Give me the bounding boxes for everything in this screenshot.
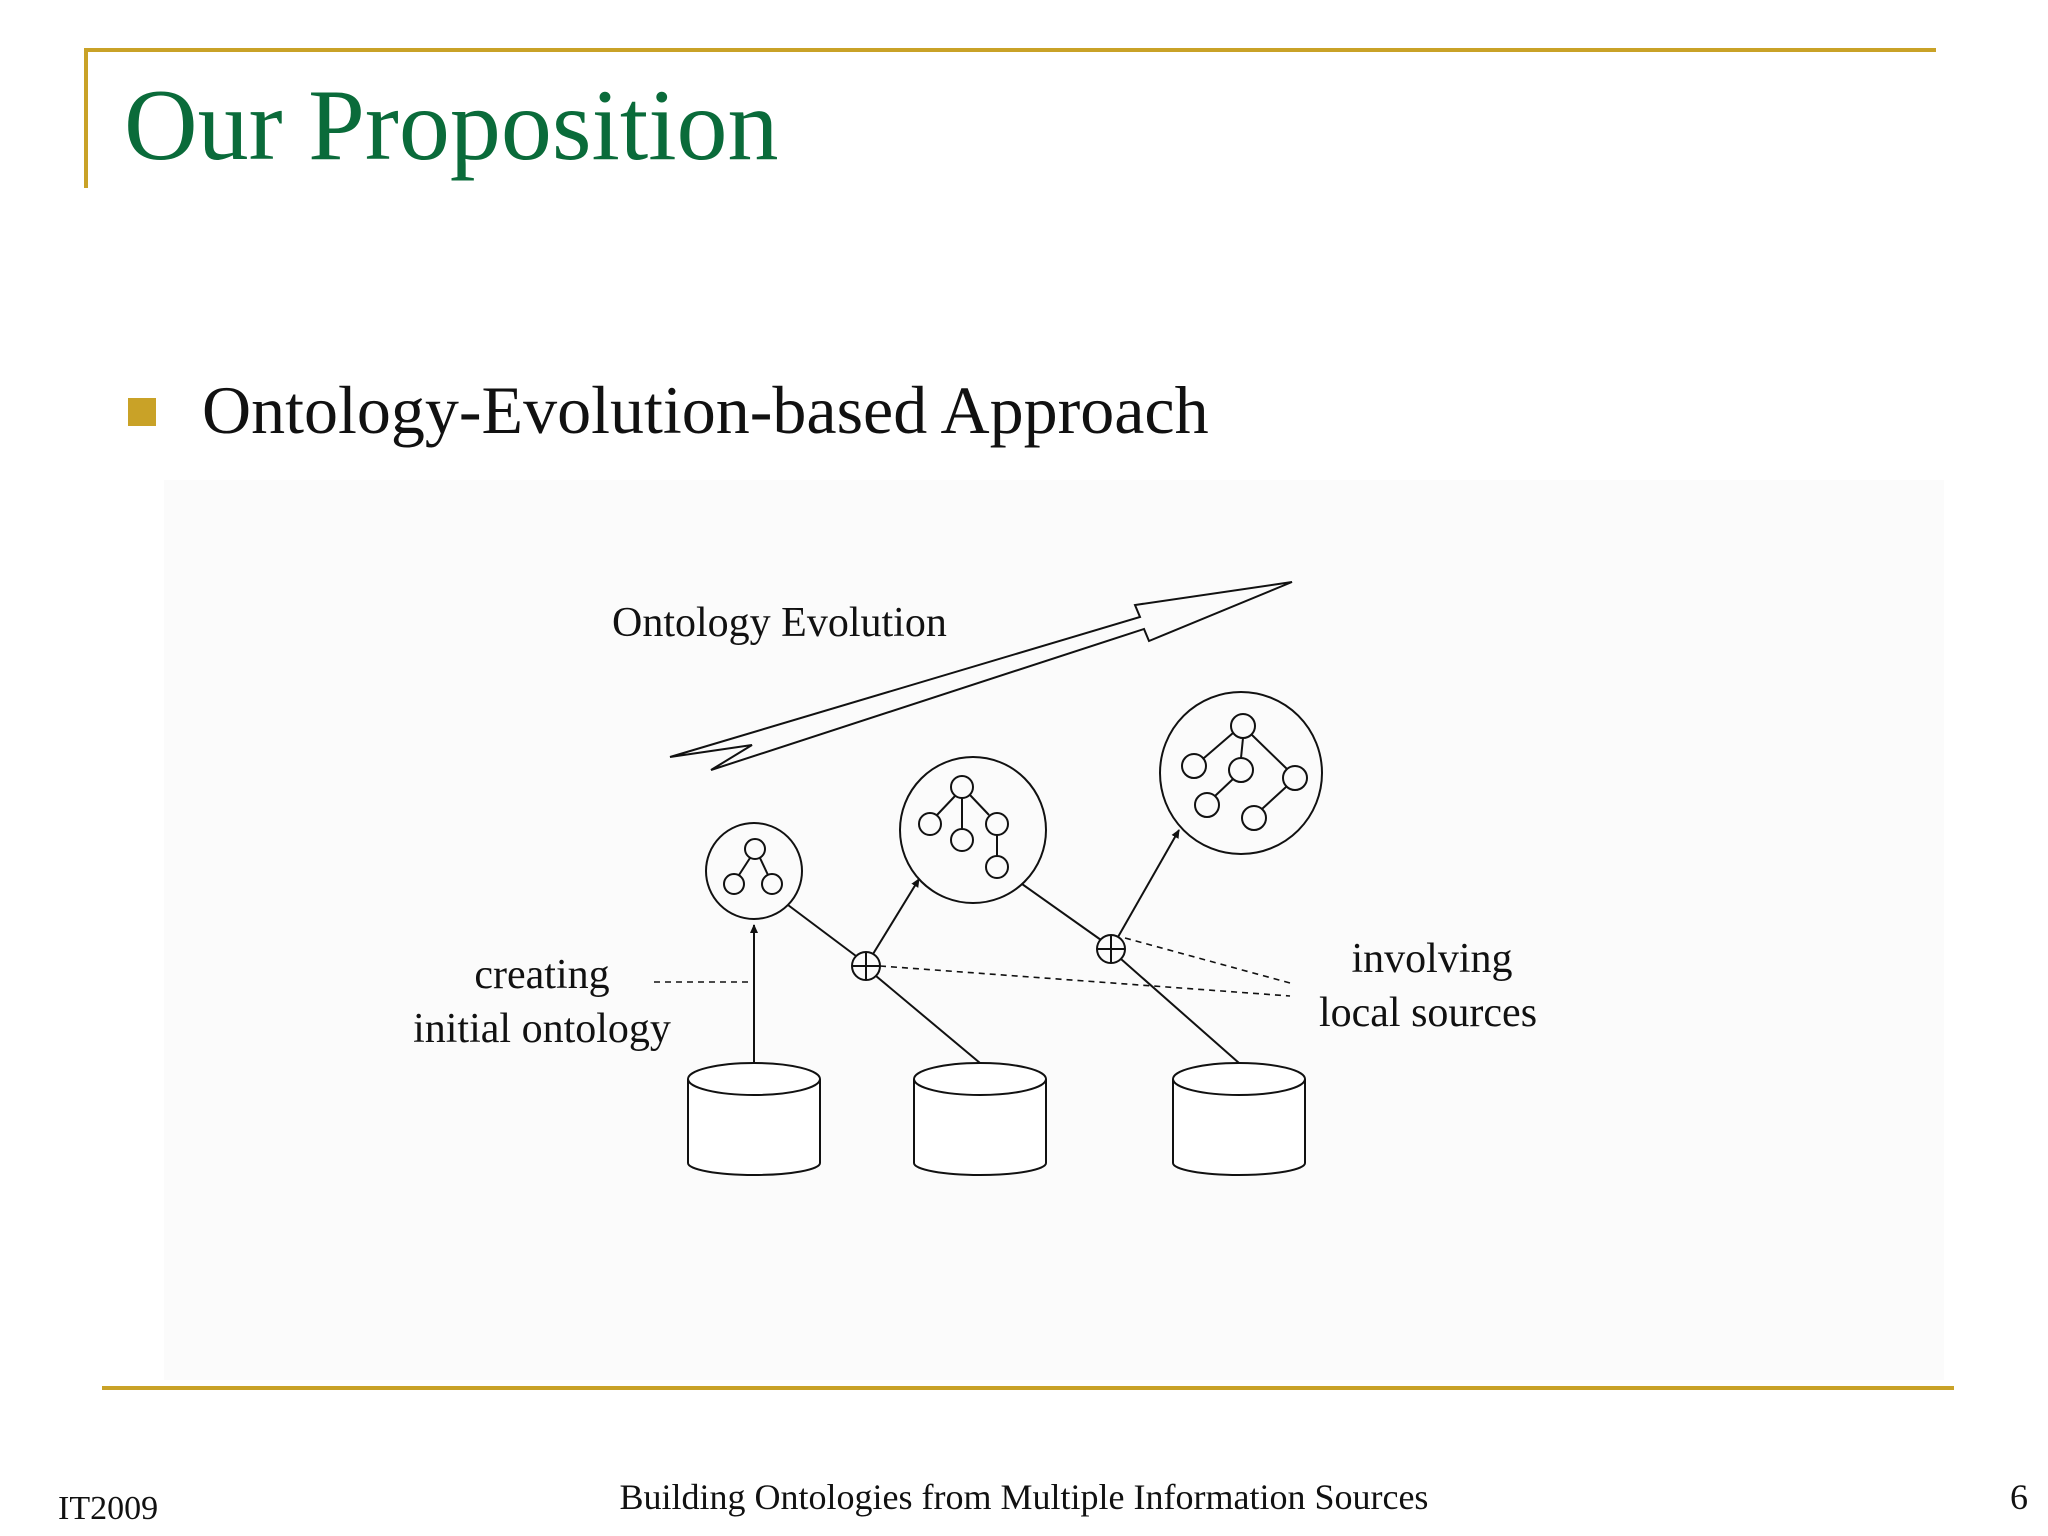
arrow-node1-to-ontology2 [872, 878, 920, 955]
bottom-rule [102, 1386, 1954, 1390]
slide-title: Our Proposition [124, 69, 779, 182]
evolution-label: Ontology Evolution [612, 600, 947, 646]
dashed-involving-line-2 [1124, 937, 1291, 984]
line-db3-to-node2 [1120, 958, 1240, 1064]
evolution-arrow [669, 581, 1293, 771]
dashed-involving-line-1 [879, 965, 1291, 997]
page-number: 6 [2010, 1477, 2028, 1517]
integration-node-2 [1096, 934, 1126, 964]
line-ontology2-to-node2 [1021, 883, 1102, 941]
ontology-2 [899, 756, 1047, 904]
involving-label-line2: local sources [1319, 990, 1537, 1036]
footer-title: Building Ontologies from Multiple Inform… [619, 1477, 1429, 1517]
involving-label-line1: involving [1351, 936, 1512, 982]
line-ontology1-to-node1 [787, 904, 857, 957]
ontology-3 [1159, 691, 1323, 855]
creating-label-line2: initial ontology [413, 1006, 671, 1052]
bullet-square-icon [128, 398, 156, 426]
creating-label-line1: creating [474, 952, 609, 998]
database-1 [687, 1062, 821, 1176]
arrow-node2-to-ontology3 [1117, 829, 1180, 938]
ontology-1 [705, 822, 803, 920]
footer-conference: IT2009 [58, 1490, 159, 1527]
diagram-background [164, 480, 1944, 1380]
bullet-text: Ontology-Evolution-based Approach [202, 372, 1209, 448]
database-3 [1172, 1062, 1306, 1176]
top-rule [84, 48, 1936, 52]
line-db2-to-node1 [875, 975, 981, 1064]
left-rule [84, 48, 88, 188]
database-2 [913, 1062, 1047, 1176]
integration-node-1 [851, 951, 881, 981]
